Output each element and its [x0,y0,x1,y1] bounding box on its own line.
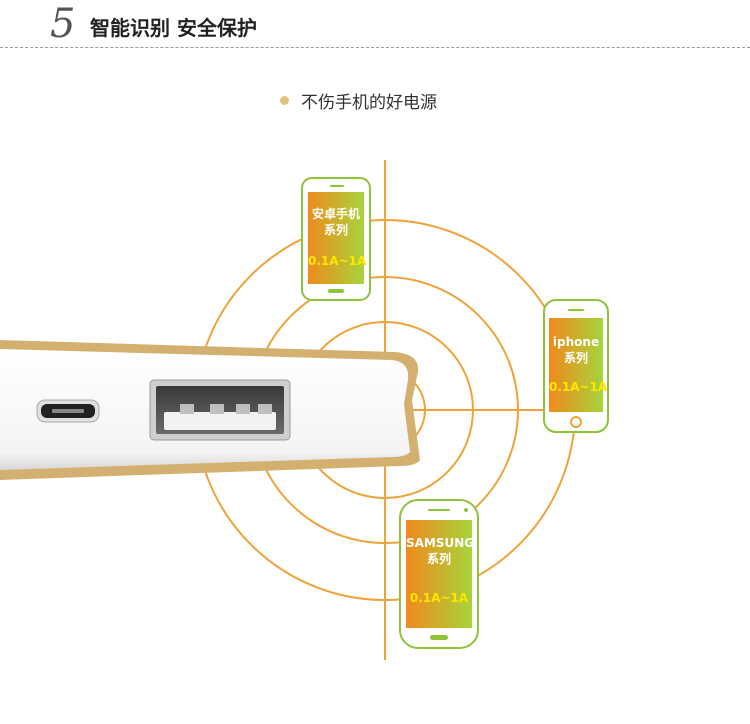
phone-samsung-name: SAMSUNG 系列 [406,535,475,567]
phone-iphone-name: iphone 系列 [549,334,603,366]
section-number: 5 [50,1,76,47]
bullet-dot-icon [280,95,289,105]
subtitle-text: 不伤手机的好电源 [301,92,437,113]
phone-android-screen [308,192,364,284]
section-title: 智能识别 安全保护 [90,16,257,40]
home-button-icon [570,416,582,428]
section-header: 5 智能识别 安全保护 [0,0,750,48]
phone-iphone [543,299,609,433]
phone-samsung-name-line1: SAMSUNG [406,536,475,550]
phone-android-name-line1: 安卓手机 [311,207,360,221]
home-button-icon [430,635,448,640]
phone-android-current: 0.1A~1A [308,254,367,268]
phone-android-name: 安卓手机 系列 [308,206,364,238]
phone-samsung [399,499,479,649]
phone-samsung-screen [406,520,472,628]
header-divider [0,47,750,48]
phone-iphone-name-line1: iphone [552,335,600,349]
phone-iphone-name-line2: 系列 [563,351,588,365]
phone-samsung-current: 0.1A~1A [409,591,469,605]
phone-android [301,177,371,301]
phone-android-name-line2: 系列 [323,223,348,237]
phone-iphone-screen [549,318,603,412]
phone-iphone-current: 0.1A~1A [549,380,608,394]
power-bank [0,340,420,480]
subtitle: 不伤手机的好电源 [280,88,437,113]
home-button-icon [328,289,344,293]
phone-samsung-name-line2: 系列 [426,552,451,566]
